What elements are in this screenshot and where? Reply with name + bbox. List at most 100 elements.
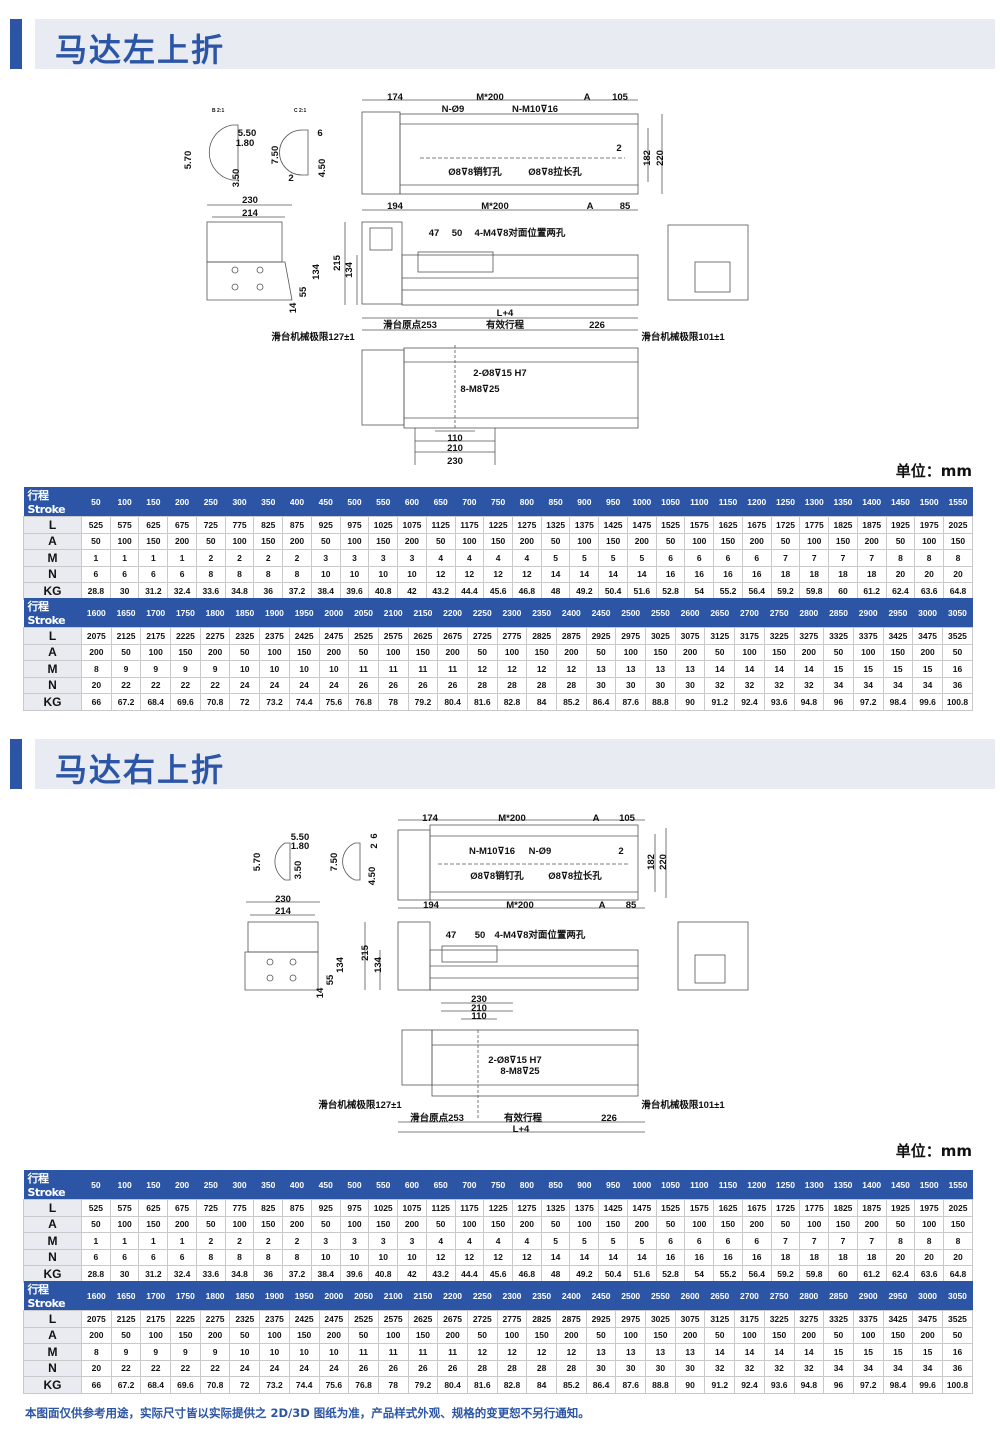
technical-drawing-right-motor: 174 M*200 A 105 N-M10⊽16 N-Ø9 2 182 220 … bbox=[244, 813, 749, 1135]
table-cell: 8 bbox=[885, 1232, 916, 1250]
stroke-value: 2550 bbox=[645, 1281, 676, 1311]
stroke-value: 1400 bbox=[857, 487, 887, 517]
row-label: N bbox=[23, 1359, 82, 1377]
stroke-value: 750 bbox=[483, 487, 513, 517]
stroke-value: 1850 bbox=[229, 598, 260, 628]
stroke-value: 1100 bbox=[684, 487, 714, 517]
table-cell: 74.4 bbox=[288, 693, 320, 711]
table-cell: 2375 bbox=[259, 1310, 290, 1328]
table-cell: 150 bbox=[138, 1215, 169, 1233]
note-h7: 2-Ø8⊽15 H7 bbox=[473, 368, 526, 379]
table-cell: 6 bbox=[109, 1248, 140, 1266]
table-cell: 2275 bbox=[199, 1310, 231, 1328]
table-cell: 45.6 bbox=[483, 1265, 514, 1283]
stroke-value: 250 bbox=[196, 487, 226, 517]
table-cell: 12 bbox=[466, 1343, 498, 1361]
stroke-value: 2600 bbox=[675, 598, 705, 628]
stroke-value: 900 bbox=[569, 487, 599, 517]
stroke-value: 1050 bbox=[656, 1170, 685, 1200]
table-cell: 13 bbox=[615, 1343, 647, 1361]
stroke-value: 1300 bbox=[799, 1170, 829, 1200]
stroke-value: 2600 bbox=[675, 1281, 705, 1311]
note-nm10: N-M10⊽16 bbox=[512, 104, 558, 115]
table-cell: 3425 bbox=[882, 1310, 914, 1328]
table-cell: 11 bbox=[377, 1343, 409, 1361]
table-cell: 10 bbox=[310, 1248, 341, 1266]
table-cell: 1725 bbox=[770, 1199, 801, 1217]
table-cell: 6 bbox=[138, 1248, 169, 1266]
table-cell: 16 bbox=[655, 1248, 686, 1266]
stroke-value: 1350 bbox=[828, 487, 858, 517]
table-cell: 94.8 bbox=[793, 1376, 825, 1394]
table-cell: 50 bbox=[310, 1215, 341, 1233]
table-cell: 8 bbox=[914, 1232, 945, 1250]
table-cell: 34 bbox=[823, 1359, 854, 1377]
stroke-value: 2450 bbox=[586, 598, 616, 628]
table-cell: 675 bbox=[167, 1199, 197, 1217]
table-cell: 44.4 bbox=[454, 1265, 485, 1283]
table-cell: 8 bbox=[195, 1248, 226, 1266]
dim-134-side: 134 bbox=[344, 261, 355, 278]
table-cell: 6 bbox=[684, 1232, 715, 1250]
note-limit-101: 滑台机械极限101±1 bbox=[641, 1099, 725, 1111]
note-m4: 4-M4⊽8对面位置两孔 bbox=[495, 929, 586, 941]
table-cell: 36 bbox=[253, 1265, 284, 1283]
table-cell: 93.6 bbox=[763, 1376, 795, 1394]
table-cell: 50 bbox=[425, 1215, 456, 1233]
table-cell: 7 bbox=[799, 1232, 830, 1250]
table-cell: 39.6 bbox=[339, 1265, 370, 1283]
table-cell: 20 bbox=[914, 1248, 945, 1266]
table-cell: 2925 bbox=[585, 1310, 617, 1328]
table-cell: 100 bbox=[140, 1326, 172, 1344]
table-cell: 14 bbox=[598, 1248, 628, 1266]
dim-220: 220 bbox=[655, 150, 666, 166]
dim-230: 230 bbox=[242, 195, 258, 206]
stroke-value: 2450 bbox=[586, 1281, 616, 1311]
table-cell: 59.2 bbox=[770, 1265, 801, 1283]
row-label: M bbox=[23, 660, 82, 678]
table-cell: 46.8 bbox=[512, 1265, 542, 1283]
table-cell: 150 bbox=[763, 1326, 795, 1344]
dim-134-side: 134 bbox=[373, 956, 384, 973]
table-cell: 86.4 bbox=[585, 1376, 617, 1394]
row-label: L bbox=[23, 1199, 82, 1217]
table-cell: 3 bbox=[397, 1232, 427, 1250]
table-cell: 1 bbox=[167, 1232, 197, 1250]
table-cell: 1 bbox=[81, 1232, 111, 1250]
table-cell: 7 bbox=[828, 1232, 858, 1250]
table-cell: 6 bbox=[81, 1248, 111, 1266]
table-cell: 51.6 bbox=[626, 1265, 657, 1283]
stroke-value: 1800 bbox=[200, 598, 230, 628]
dim-134: 134 bbox=[335, 956, 346, 973]
stroke-value: 2400 bbox=[556, 598, 587, 628]
table-cell: 49.2 bbox=[569, 1265, 600, 1283]
stroke-value: 2150 bbox=[408, 1281, 438, 1311]
table-cell: 2625 bbox=[407, 1310, 439, 1328]
stroke-value: 1650 bbox=[111, 598, 141, 628]
stroke-value: 2700 bbox=[734, 598, 765, 628]
stroke-value: 3000 bbox=[912, 1281, 943, 1311]
detail-c-label: C 2:1 bbox=[294, 108, 306, 114]
table-cell: 2 bbox=[282, 1232, 312, 1250]
table-cell: 22 bbox=[170, 1359, 201, 1377]
table-cell: 1625 bbox=[713, 1199, 743, 1217]
section-title: 马达左上折 bbox=[55, 31, 226, 69]
table-cell: 73.2 bbox=[259, 1376, 290, 1394]
table-cell: 32 bbox=[793, 1359, 825, 1377]
stroke-value: 2800 bbox=[794, 1281, 824, 1311]
row-label: A bbox=[23, 1215, 82, 1233]
table-cell: 34 bbox=[852, 1359, 884, 1377]
table-cell: 15 bbox=[912, 1343, 943, 1361]
table-cell: 200 bbox=[318, 1326, 350, 1344]
table-cell: 34.8 bbox=[224, 1265, 255, 1283]
table-cell: 97.2 bbox=[852, 1376, 884, 1394]
stroke-value: 1100 bbox=[684, 1170, 714, 1200]
table-cell: 84 bbox=[526, 693, 557, 711]
